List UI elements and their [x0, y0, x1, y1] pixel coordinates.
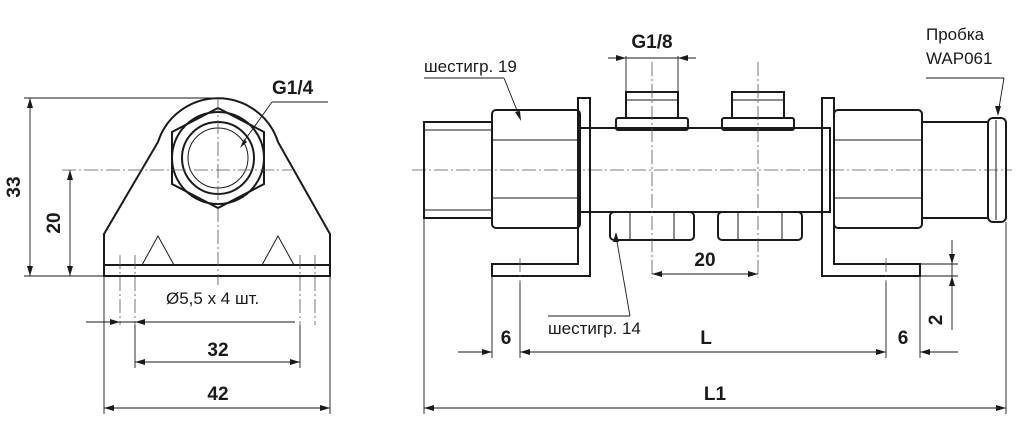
length-between-label: L: [700, 328, 712, 349]
bracket-outline: [103, 97, 331, 277]
right-hex-19: [833, 109, 923, 229]
length-overall-label: L1: [704, 384, 727, 405]
flange-width-right-label: 6: [898, 328, 909, 349]
thread-label-left: G1/4: [272, 78, 314, 99]
holes-note: Ø5,5 х 4 шт.: [166, 289, 259, 308]
hex-14-label: шестигр. 14: [548, 319, 641, 338]
bottom-hex-14-2: [717, 211, 803, 241]
flange-width-left-label: 6: [501, 328, 512, 349]
thread-leader: [241, 101, 273, 145]
hex-19-label: шестигр. 19: [424, 57, 517, 76]
bracket-end-view: G1/4 33 20 Ø5,5 х 4 шт. 32 42: [4, 78, 331, 414]
gusset-left: [141, 234, 175, 266]
manifold-body: [579, 127, 831, 213]
plug-label-line2: WAP061: [926, 49, 992, 68]
plug-label-line1: Пробка: [926, 25, 985, 44]
dim-hole-spacing: 32: [207, 340, 228, 361]
dim-height-center: 20: [44, 212, 65, 233]
left-hex-19: [491, 109, 581, 229]
left-bracket: [491, 97, 591, 277]
plug-wap061: [987, 117, 1007, 223]
right-bracket: [821, 97, 921, 277]
dim-width-overall: 42: [207, 384, 228, 405]
gusset-right: [261, 234, 295, 266]
flange-thickness-label: 2: [926, 315, 947, 326]
dim-height-overall: 33: [4, 176, 25, 197]
manifold-side-view: G1/8 шестигр. 19 Пробка WAP061 20 шестиг…: [412, 25, 1012, 414]
port-thread-label: G1/8: [631, 32, 672, 53]
port-spacing-label: 20: [694, 250, 715, 271]
